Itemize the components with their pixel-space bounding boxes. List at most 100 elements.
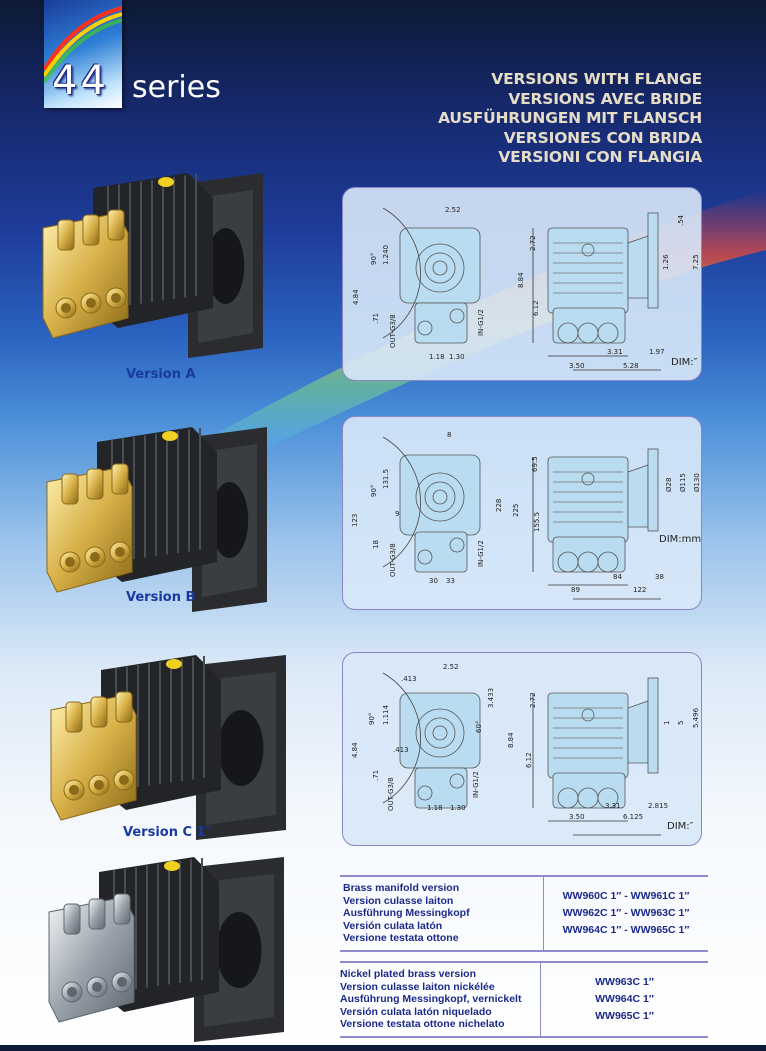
- nickel-models: WW963C 1″ WW964C 1″ WW965C 1″: [541, 963, 708, 1036]
- model-code: WW960C 1″ - WW961C 1″: [562, 889, 690, 902]
- logo-rainbow-icon: [44, 6, 122, 84]
- dimension-label: OUT-G3/8: [387, 777, 395, 811]
- model-code: WW964C 1″: [595, 992, 654, 1005]
- brass-descriptions: Brass manifold version Version culasse l…: [340, 877, 544, 950]
- dimension-label: 38: [655, 573, 664, 581]
- dimension-label: 8.84: [507, 732, 515, 748]
- dimension-label: .413: [393, 746, 409, 754]
- model-code: WW962C 1″ - WW963C 1″: [562, 906, 690, 919]
- technical-drawing: 8 90° 131.5 123 18 OUT-G3/8 30 33 IN-G1/2 69.5 228…: [351, 431, 701, 600]
- model-code: WW965C 1″: [595, 1009, 654, 1022]
- dimension-label: OUT-G3/8: [389, 543, 397, 577]
- dimension-label: 9: [395, 510, 399, 518]
- dimension-label: 3.31: [607, 348, 623, 356]
- dimension-label: 1.30: [449, 353, 465, 361]
- headline-it: VERSIONI CON FLANGIA: [498, 148, 702, 166]
- dimension-label: 3.50: [569, 362, 585, 370]
- dimension-label: IN-G1/2: [472, 771, 480, 798]
- description-es: Versión culata latón niquelado: [340, 1005, 492, 1018]
- side-view: [532, 677, 661, 836]
- front-view: [382, 672, 481, 809]
- nickel-model-table: Nickel plated brass version Version cula…: [340, 961, 708, 1038]
- description-de: Ausführung Messingkopf: [343, 907, 470, 920]
- model-code: WW963C 1″: [595, 975, 654, 988]
- brass-models: WW960C 1″ - WW961C 1″ WW962C 1″ - WW963C…: [544, 877, 708, 950]
- dimension-label: Ø115: [679, 473, 687, 492]
- dimension-label: 5.496: [692, 707, 700, 728]
- dimension-label: 4.84: [351, 742, 359, 758]
- dimension-label: IN-G1/2: [477, 540, 485, 567]
- brass-model-table: Brass manifold version Version culasse l…: [340, 875, 708, 952]
- pump-image-version-c: [46, 640, 296, 849]
- headline-en: VERSIONS WITH FLANGE: [491, 70, 702, 88]
- headline-es: VERSIONES CON BRIDA: [503, 128, 702, 147]
- dimension-label: 123: [351, 514, 359, 527]
- dimension-label: Ø130: [693, 473, 701, 492]
- logo-number: 44: [52, 58, 109, 104]
- dimension-label: .413: [401, 675, 417, 683]
- dimension-label: 1.240: [382, 245, 390, 265]
- dimension-label: .54: [677, 214, 685, 226]
- dimension-label: 1.26: [662, 254, 670, 270]
- dimension-label: 69.5: [531, 456, 539, 472]
- dimension-label: 2.72: [529, 692, 537, 708]
- dimension-label: 33: [446, 577, 455, 585]
- dimension-label: 1.18: [429, 353, 445, 361]
- dimension-unit: DIM:″: [671, 357, 698, 368]
- dimension-label: 225: [512, 504, 520, 517]
- dimension-label: OUT-G3/8: [389, 314, 397, 348]
- dimension-label: 5: [677, 721, 685, 725]
- dimension-label: 8: [447, 431, 451, 439]
- side-view: [532, 448, 661, 600]
- dimension-label: IN-G1/2: [477, 309, 485, 336]
- headline-fr: VERSIONS AVEC BRIDE: [508, 89, 702, 108]
- dimension-label: .71: [372, 313, 380, 324]
- nickel-descriptions: Nickel plated brass version Version cula…: [340, 963, 541, 1036]
- dimension-label: 7.25: [692, 254, 700, 270]
- description-fr: Version culasse laiton nickélée: [340, 980, 495, 993]
- dimension-label: 8.84: [517, 272, 525, 288]
- description-en: Brass manifold version: [343, 882, 460, 894]
- dimension-label: 90°: [370, 485, 378, 497]
- dimension-label: 6.12: [525, 752, 533, 768]
- version-b-label: Version B: [126, 590, 196, 605]
- series-logo: 44: [44, 0, 122, 108]
- dimension-label: 6.125: [623, 813, 643, 821]
- description-fr: Version culasse laiton: [343, 894, 454, 907]
- description-it: Versione testata ottone nichelato: [340, 1018, 505, 1031]
- dimension-label: 1.114: [382, 704, 390, 725]
- pump-image-nickel: [44, 842, 294, 1051]
- version-a-label: Version A: [126, 367, 196, 382]
- dimension-label: 90°: [370, 253, 378, 265]
- dimension-label: 2.72: [529, 235, 537, 251]
- dimension-label: 5.28: [623, 362, 639, 370]
- front-view: [382, 207, 481, 344]
- description-it: Versione testata ottone: [343, 932, 459, 945]
- dimension-label: 1.18: [427, 804, 443, 812]
- front-view: [382, 436, 481, 573]
- dimension-label: 228: [495, 499, 503, 512]
- description-en: Nickel plated brass version: [340, 968, 476, 980]
- dimension-label: 6.12: [532, 300, 540, 316]
- dimension-label: 3.433: [487, 688, 495, 708]
- dimension-label: 4.84: [352, 289, 360, 305]
- dimension-unit: DIM:″: [667, 821, 694, 832]
- dimension-label: 30: [429, 577, 438, 585]
- dimension-label: 155.5: [533, 512, 541, 532]
- description-de: Ausführung Messingkopf, vernickelt: [340, 993, 522, 1006]
- dimension-label: 89: [571, 586, 580, 594]
- dimension-label: 3.31: [605, 802, 621, 810]
- dimension-label: 2.52: [443, 663, 459, 671]
- headline-de: AUSFÜHRUNGEN MIT FLANSCH: [438, 109, 702, 127]
- dimension-label: 131.5: [382, 469, 390, 489]
- dimension-label: 1.97: [649, 348, 665, 356]
- model-code: WW964C 1″ - WW965C 1″: [562, 923, 690, 936]
- dimension-label: 1: [663, 721, 671, 725]
- version-c-label: Version C 1″: [123, 825, 212, 840]
- dimension-label: 18: [372, 540, 380, 549]
- description-es: Versión culata latón: [343, 919, 443, 932]
- dimension-label: 84: [613, 573, 622, 581]
